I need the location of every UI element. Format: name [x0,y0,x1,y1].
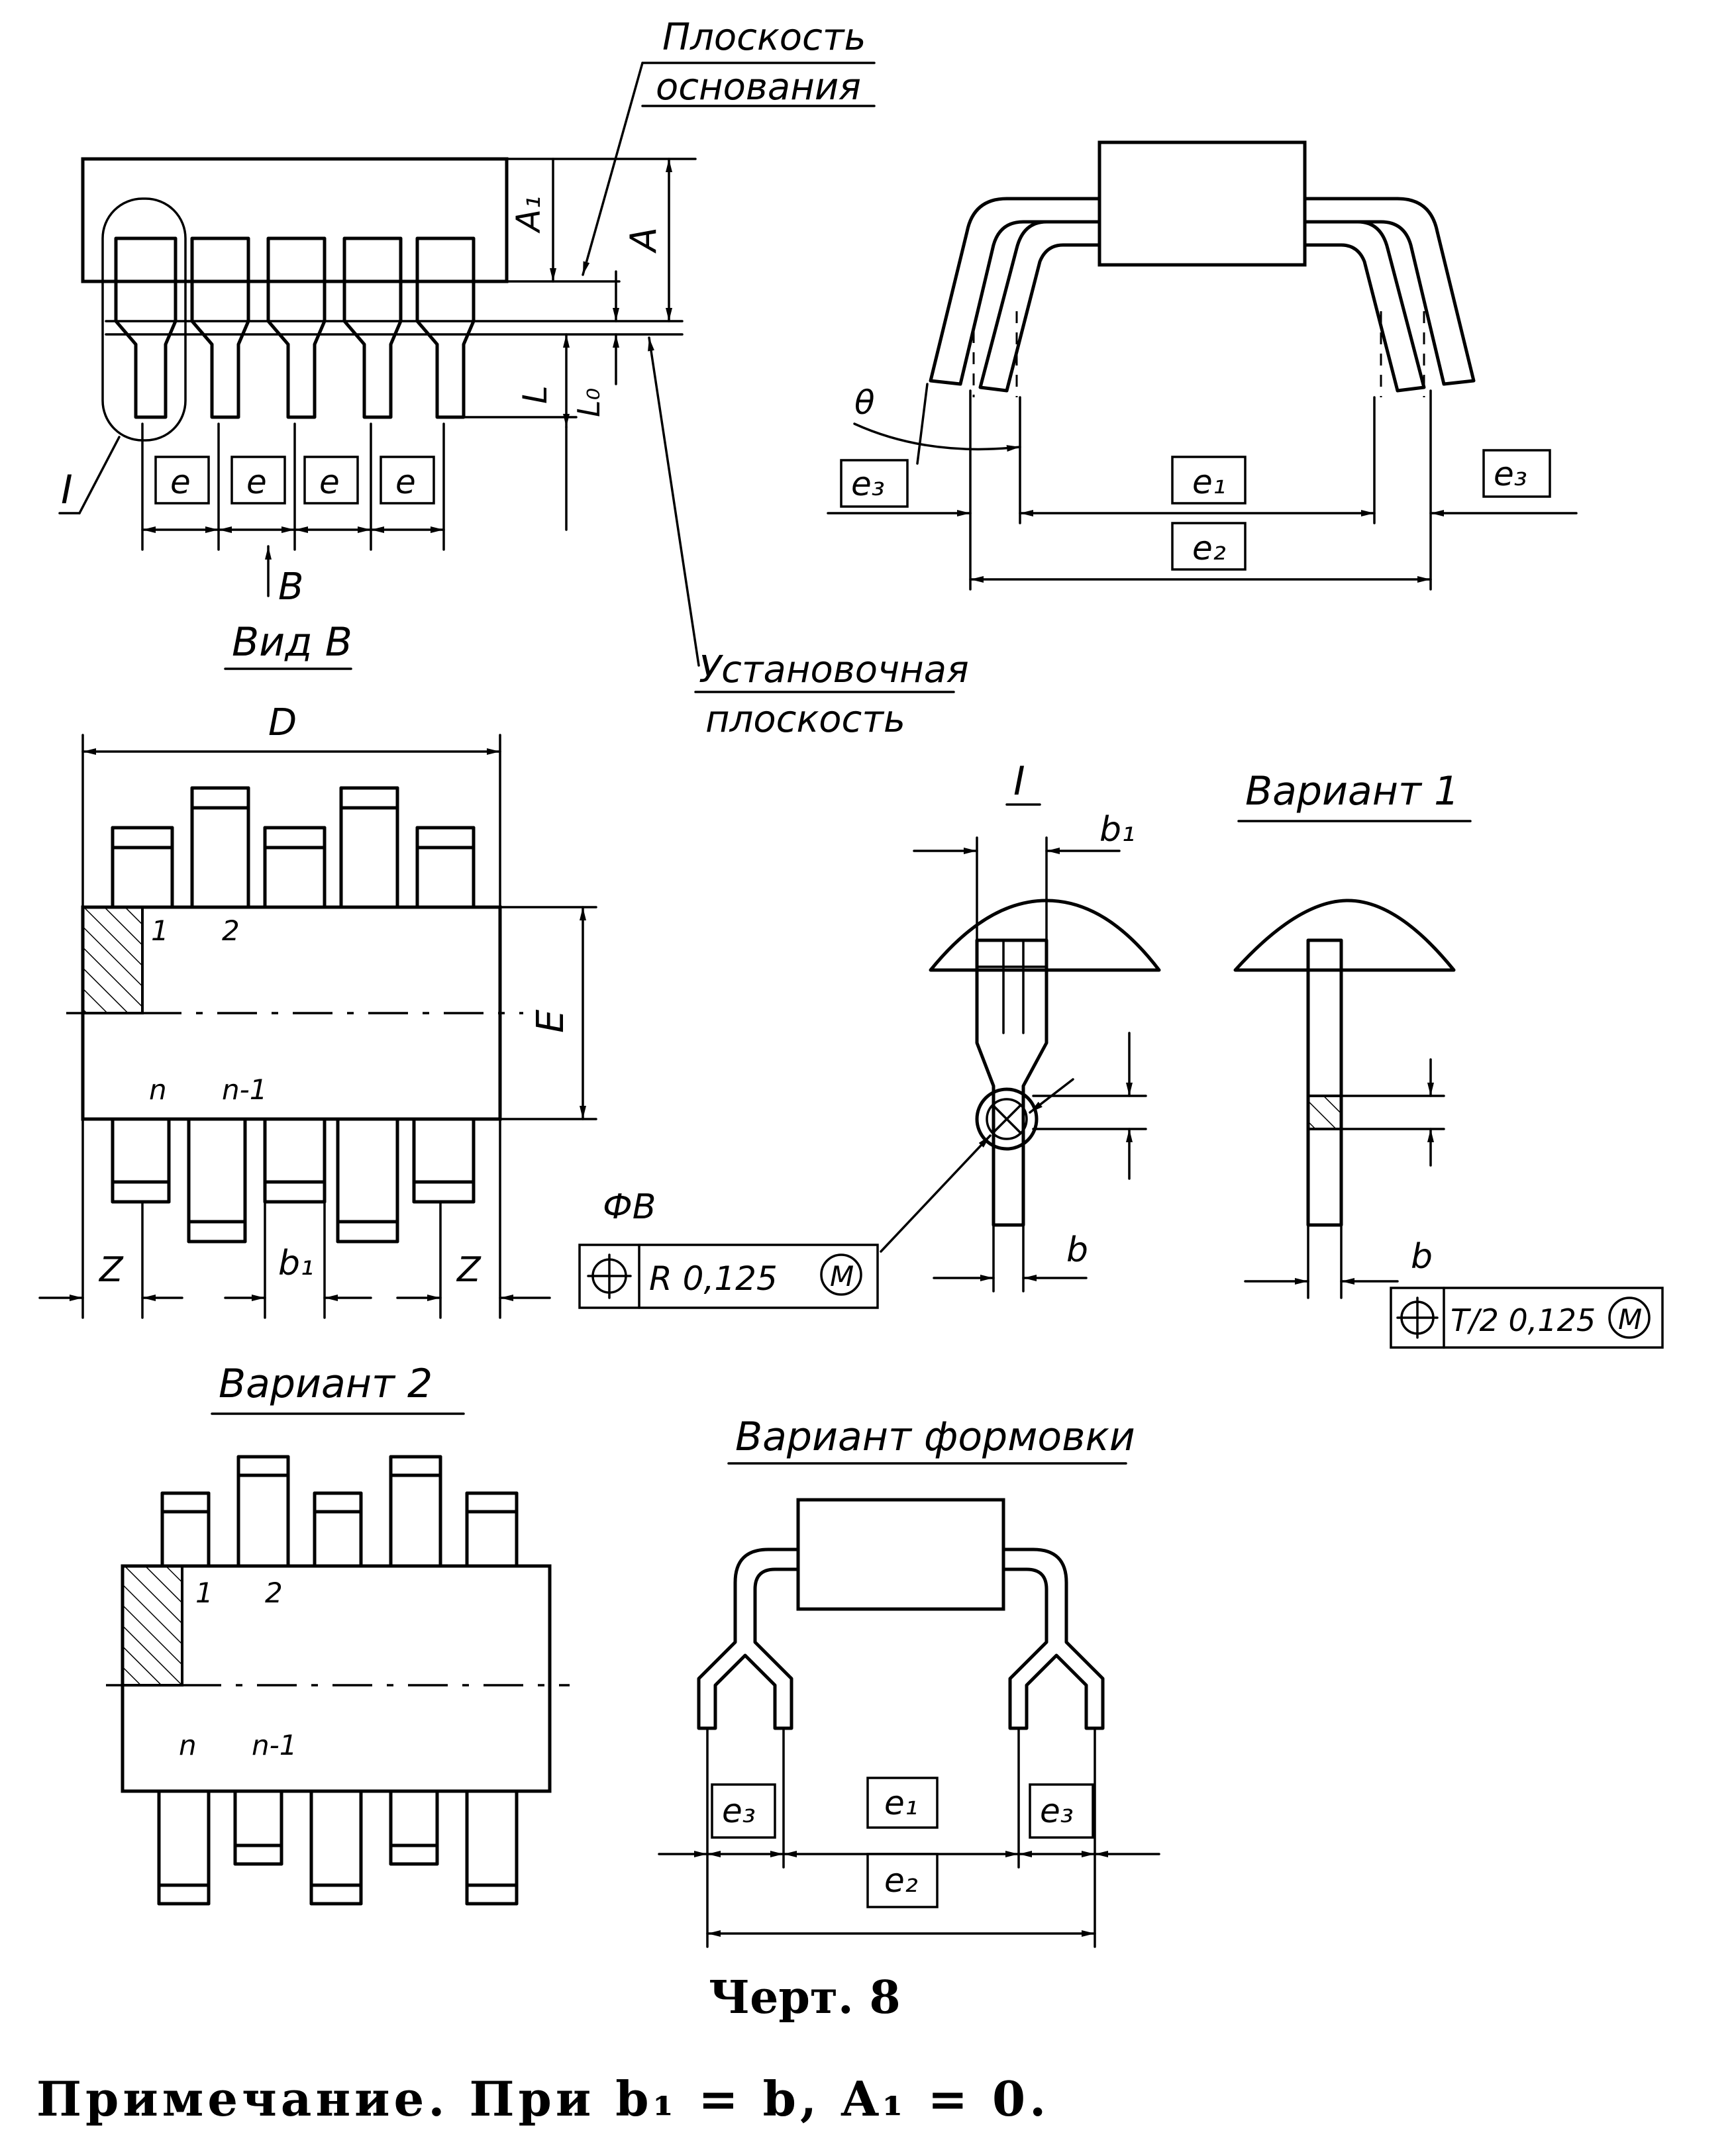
variant2-top-pins [160,1455,519,1568]
dim-Z-label-left: Z [98,1250,124,1290]
variant2-bottom-pins [157,1789,519,1906]
pin-n-label: n [149,1073,167,1106]
detail-i: I b₁ b ФВ R 0,125 [578,758,1161,1309]
tol-M-T: M [1618,1303,1642,1336]
pitch-dimension: e e e e [141,422,445,551]
svg-text:плоскость: плоскость [705,698,905,741]
dim-E-label: E [529,1009,572,1033]
variant2-pin-2: 2 [265,1577,283,1609]
variant-2: Вариант 2 1 [106,1361,570,1906]
variant-1: Вариант 1 b T/2 0,125 M [1233,768,1664,1349]
dim-L0-label: L₀ [571,388,607,417]
dim-L-label: L [516,385,554,404]
view-b-top-pins [111,786,476,909]
dim-A-label: A [623,227,664,254]
tol-R-text: R 0,125 [649,1259,778,1298]
dim-e3-label-right: e₃ [1494,455,1527,493]
view-b-title: Вид В [232,619,352,665]
variant2-title: Вариант 2 [219,1361,433,1407]
dim-b-variant1-label: b [1411,1237,1433,1277]
dim-e2-label: e₂ [1192,529,1226,567]
svg-text:основания: основания [656,66,861,109]
forming-title: Вариант формовки [735,1414,1135,1460]
pin-1-label: 1 [151,914,169,947]
variant2-pin-1: 1 [195,1577,213,1609]
dim-theta-label: θ [854,383,875,422]
forming-e2: e₂ [884,1861,918,1900]
dim-b1-detail-label: b₁ [1099,810,1135,850]
detail-i-outline [101,197,187,442]
view-arrow-label: В [278,565,303,609]
dim-e-label-2: e [246,463,267,501]
dim-b1-label: b₁ [278,1244,314,1283]
forming-e1: e₁ [884,1784,918,1822]
base-plane-label: Плоскость основания [641,16,876,109]
dim-e-label-3: e [319,463,340,501]
dim-e-label-4: e [395,463,416,501]
dim-D-label: D [268,701,297,744]
tol-M-R: M [830,1260,854,1293]
phi-b-label: ФВ [603,1187,656,1227]
pin-2-label: 2 [222,914,240,947]
pin-n1-label: n-1 [222,1073,268,1106]
detail-title: I [1013,758,1025,805]
variant2-pin-n: n [179,1729,197,1761]
figure-note: Примечание. При b₁ = b, A₁ = 0. [36,2071,1050,2127]
figure-caption: Черт. 8 [709,1971,901,2024]
variant2-pin-n1: n-1 [252,1729,297,1761]
detail-marker: I [61,467,73,513]
dim-e-label-1: e [170,463,191,501]
end-view: θ e₁ e₃ e₃ e₂ [827,140,1578,591]
side-view: I A A₁ L L₀ [58,62,700,667]
dim-A1-label: A₁ [509,196,548,234]
tol-T-text: T/2 0,125 [1451,1302,1596,1338]
forming-variant: Вариант формовки e₃ e₁ e₃ e₂ [658,1414,1160,1948]
dim-e1-label: e₁ [1192,463,1226,501]
forming-e3-right: e₃ [1040,1792,1074,1830]
dim-b-label: b [1066,1230,1088,1270]
view-b-bottom-pins [111,1117,476,1244]
forming-e3-left: e₃ [722,1792,756,1830]
dim-Z-label-right: Z [456,1250,482,1290]
view-b: Вид В [38,619,597,1319]
mount-plane-label: Установочная плоскость [694,648,969,741]
dim-e3-label-left: e₃ [851,465,885,503]
svg-text:Установочная: Установочная [699,648,969,691]
svg-text:Плоскость: Плоскость [662,16,866,59]
variant1-title: Вариант 1 [1245,768,1459,814]
